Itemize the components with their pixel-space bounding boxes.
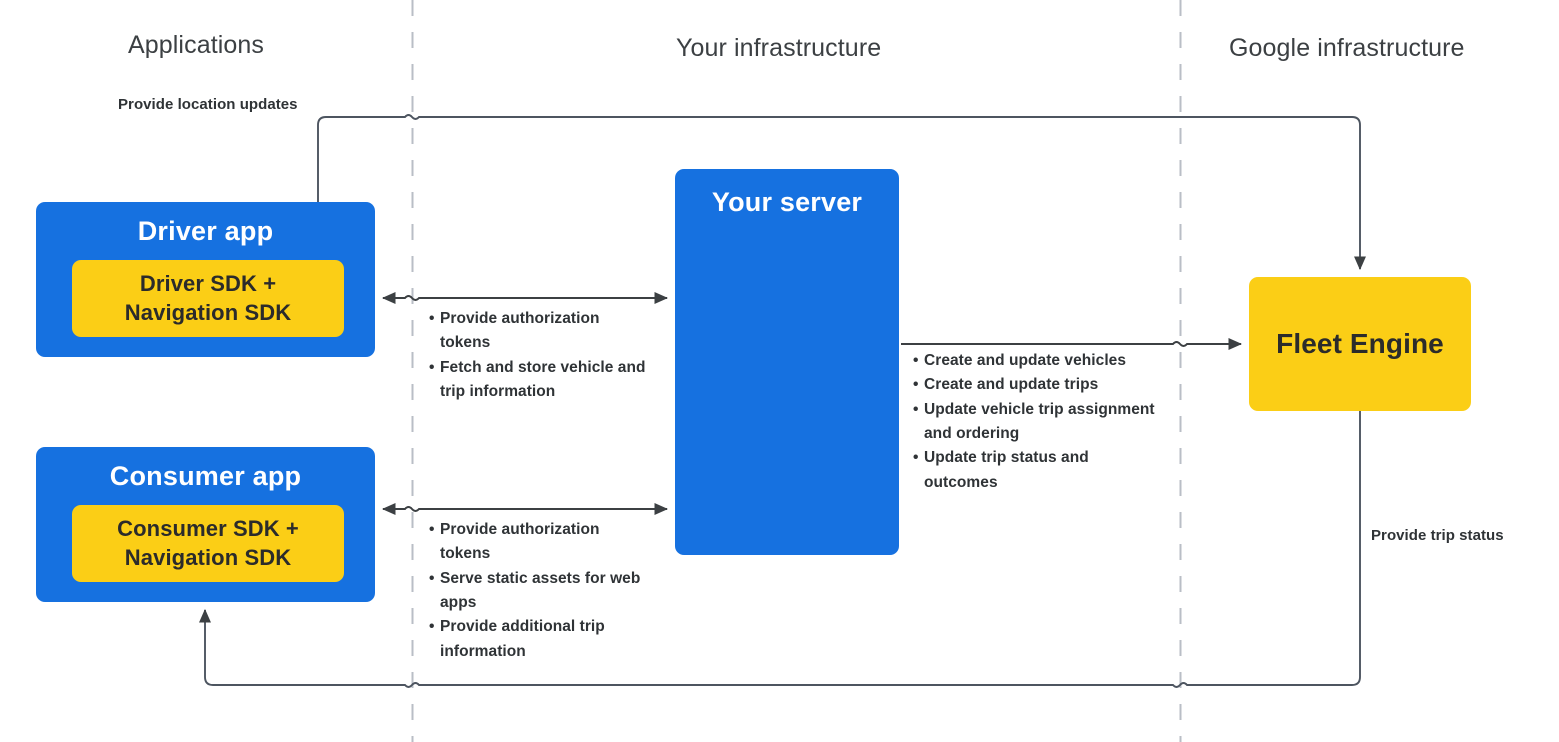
bullet-item: • Serve static assets for web apps [429,567,653,616]
bullet-dot-icon: • [913,352,919,369]
bullet-list-consumer-app-to-your-server: • Provide authorization tokens • Serve stat… [429,518,653,664]
bullet-item-label: Create and update vehicles [924,352,1127,369]
bullet-item: • Provide additional trip information [429,615,653,664]
node-fleet-engine[interactable]: Fleet Engine [1249,277,1471,411]
node-driver-sdk[interactable]: Driver SDK +Navigation SDK [72,260,344,337]
bullet-item: • Provide authorization tokens [429,518,653,567]
node-consumer-sdk[interactable]: Consumer SDK +Navigation SDK [72,505,344,582]
bullet-dot-icon: • [429,358,435,376]
node-consumer-app[interactable]: Consumer app Consumer SDK +Navigation SD… [36,447,375,602]
node-your-server[interactable]: Your server [675,169,899,555]
bullet-item: • Create and update vehicles [913,349,1159,373]
node-consumer-app-title: Consumer app [109,461,302,491]
bullet-dot-icon: • [429,618,435,636]
bullet-dot-icon: • [913,376,919,394]
bullet-item-label: Provide additional trip information [440,618,605,660]
edge-your-server-to-fleet-engine [901,337,1243,351]
edge-label-provide-trip-status: Provide trip status [1371,527,1504,544]
bullet-dot-icon: • [913,449,919,467]
column-header-applications: Applications [128,31,265,59]
bullet-item: • Provide authorization tokens [429,307,653,356]
bullet-item-label: Update vehicle trip assignment and order… [924,400,1155,442]
node-driver-app-title: Driver app [137,216,274,246]
edge-driver-app-to-your-server [381,291,669,305]
node-consumer-sdk-title: Consumer SDK +Navigation SDK [117,515,299,570]
bullet-dot-icon: • [429,310,435,327]
bullet-item-label: Update trip status and outcomes [924,449,1089,491]
bullet-item-label: Fetch and store vehicle and trip informa… [440,358,646,400]
node-driver-sdk-title: Driver SDK +Navigation SDK [124,270,292,325]
bullet-dot-icon: • [913,400,919,418]
edge-label-provide-location-updates: Provide location updates [118,96,298,113]
node-your-server-title: Your server [711,187,863,217]
node-driver-app[interactable]: Driver app Driver SDK +Navigation SDK [36,202,375,357]
bullet-item-label: Serve static assets for web apps [440,569,641,611]
edge-consumer-app-to-your-server [381,502,669,516]
bullet-dot-icon: • [429,521,435,538]
bullet-item: • Update trip status and outcomes [913,446,1159,495]
bullet-item: • Update vehicle trip assignment and orde… [913,398,1159,447]
bullet-list-your-server-to-fleet-engine: • Create and update vehicles • Create and u… [913,349,1159,495]
column-header-your-infrastructure: Your infrastructure [676,34,882,62]
bullet-item: • Create and update trips [913,373,1159,397]
bullet-item-label: Provide authorization tokens [440,310,600,352]
bullet-item-label: Provide authorization tokens [440,521,600,563]
bullet-item-label: Create and update trips [924,376,1099,394]
node-fleet-engine-title: Fleet Engine [1276,327,1444,359]
bullet-dot-icon: • [429,569,435,587]
column-header-google-infrastructure: Google infrastructure [1229,34,1465,62]
bullet-item: • Fetch and store vehicle and trip inform… [429,356,653,405]
bullet-list-driver-app-to-your-server: • Provide authorization tokens • Fetch and … [429,307,653,404]
